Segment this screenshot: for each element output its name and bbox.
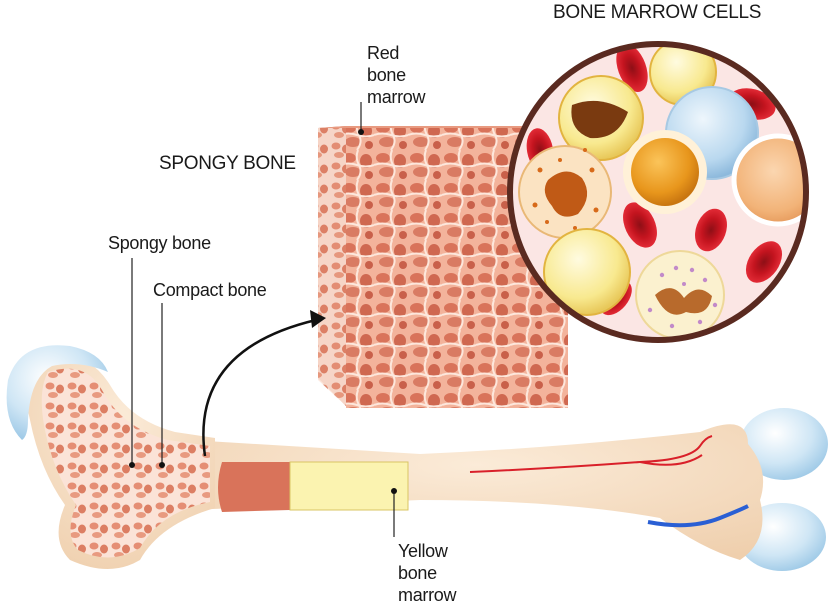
artery bbox=[469, 435, 713, 473]
red-blood-cell bbox=[695, 208, 727, 252]
curved-arrow bbox=[202, 310, 326, 457]
label-spongy-bone-title: SPONGY BONE bbox=[159, 153, 296, 174]
red-blood-cell bbox=[745, 241, 783, 283]
cartilage-right-top bbox=[740, 408, 828, 480]
pointer-dot bbox=[159, 462, 165, 468]
pointer-dot bbox=[358, 129, 364, 135]
red-blood-cell bbox=[616, 44, 648, 92]
label-spongy-bone: Spongy bone bbox=[108, 233, 211, 253]
pointer-dot bbox=[129, 462, 135, 468]
yellow-cell bbox=[543, 228, 631, 316]
pointer-dot bbox=[391, 488, 397, 494]
label-compact-bone: Compact bone bbox=[153, 280, 267, 300]
long-bone bbox=[6, 345, 828, 571]
leader-lines bbox=[131, 102, 395, 537]
label-red-bone-marrow: Red bone marrow bbox=[367, 43, 426, 107]
vein bbox=[647, 504, 749, 528]
yellow-marrow bbox=[289, 461, 409, 511]
red-blood-cell bbox=[623, 202, 657, 248]
bone-marrow-cells-circle bbox=[507, 41, 809, 343]
label-yellow-bone-marrow: Yellow bone marrow bbox=[398, 541, 457, 605]
peach-cell bbox=[731, 133, 806, 227]
label-bone-marrow-cells: BONE MARROW CELLS bbox=[553, 2, 762, 23]
